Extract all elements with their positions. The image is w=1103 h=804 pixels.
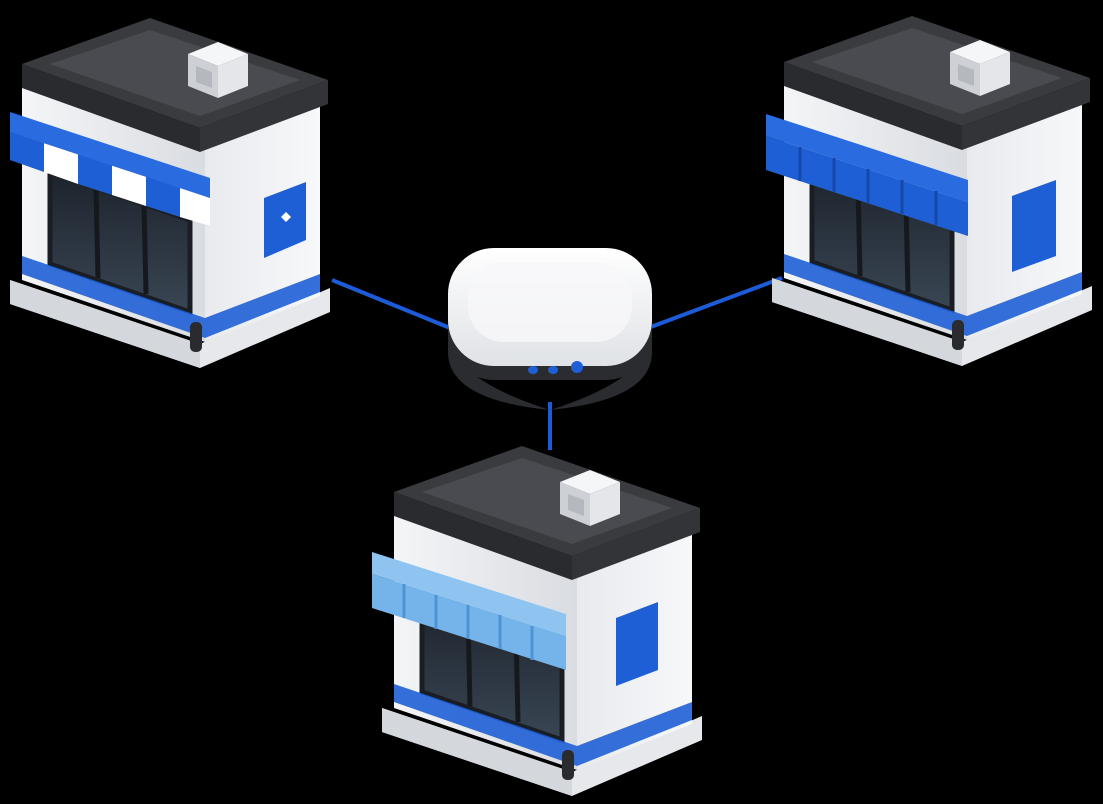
- blue-awning: [766, 114, 968, 236]
- network-hub-icon: [448, 248, 652, 410]
- link-line-top-left: [331, 278, 456, 332]
- store-top-right: [766, 16, 1092, 366]
- striped-awning: [10, 112, 210, 226]
- side-door-panel: [616, 602, 658, 686]
- side-door-panel: [1012, 180, 1056, 272]
- network-hub: [448, 248, 652, 410]
- storefront-icon: [372, 446, 702, 796]
- store-top-left: [10, 18, 330, 368]
- light-blue-awning: [372, 552, 566, 670]
- storefront-icon: [766, 16, 1092, 366]
- hub-indicator-lights: [528, 361, 583, 374]
- store-bottom: [372, 446, 702, 796]
- diamond-icon: [281, 212, 291, 222]
- link-lines: [331, 276, 783, 450]
- link-line-top-right: [647, 276, 783, 330]
- storefront-icon: [10, 18, 330, 368]
